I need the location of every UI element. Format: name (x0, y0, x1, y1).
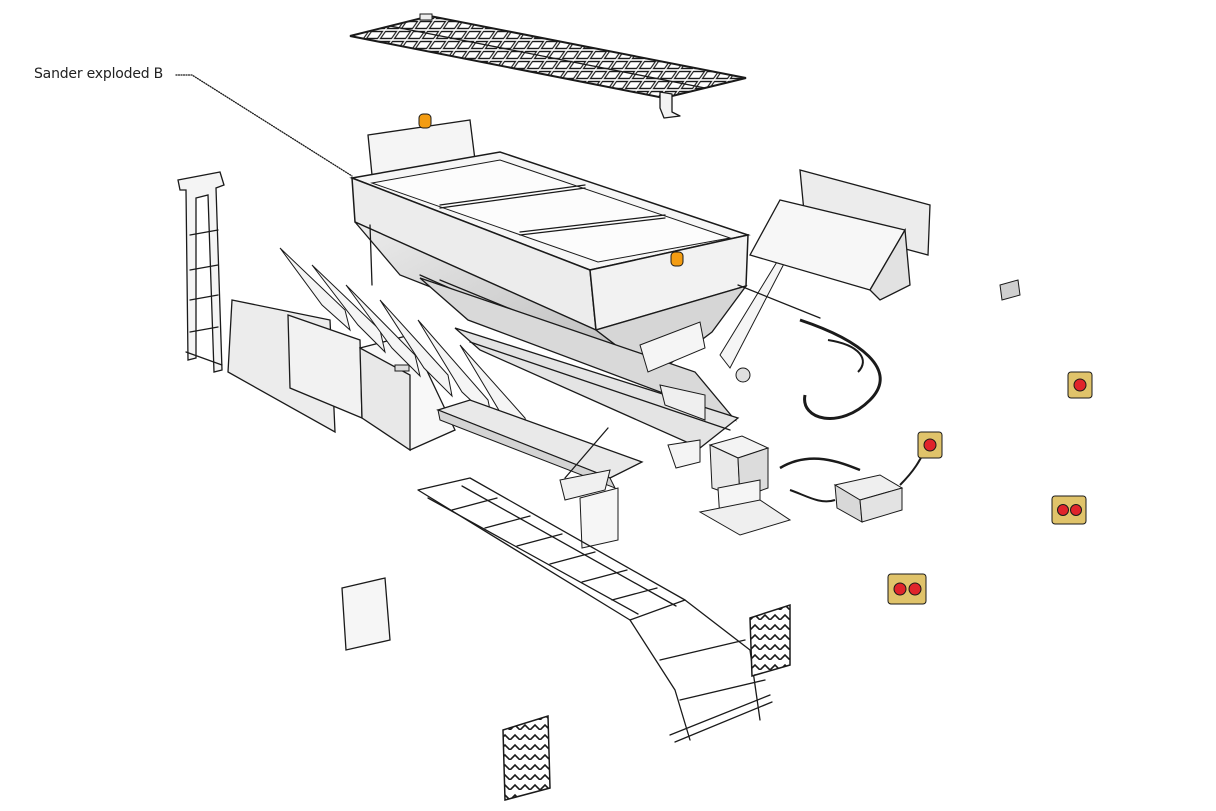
mud-flap-bottom (502, 714, 551, 801)
small-plate (999, 279, 1021, 301)
mud-flap-right (749, 603, 791, 677)
hydraulic-hoses (779, 318, 882, 472)
tail-light-3 (1051, 495, 1087, 525)
control-box (789, 449, 926, 523)
tail-light-2 (917, 431, 943, 459)
conveyor-trough (419, 277, 740, 469)
chain-conveyor (417, 477, 773, 743)
beacon-light-rear (418, 113, 432, 129)
loose-panel (341, 577, 391, 651)
hopper-body (349, 119, 751, 376)
spinner-chute (639, 251, 821, 383)
callout-leader (175, 74, 353, 177)
left-tank (287, 314, 456, 452)
side-ladder (177, 171, 225, 373)
top-grating (349, 13, 747, 119)
spinner-motor-box (698, 435, 792, 536)
tail-light-1 (1067, 371, 1093, 399)
right-fender-panel (749, 169, 931, 301)
lower-tray (436, 399, 644, 549)
callout-label: Sander exploded B (34, 66, 164, 82)
beacon-light-front (670, 251, 684, 267)
tail-light-4 (887, 573, 927, 605)
